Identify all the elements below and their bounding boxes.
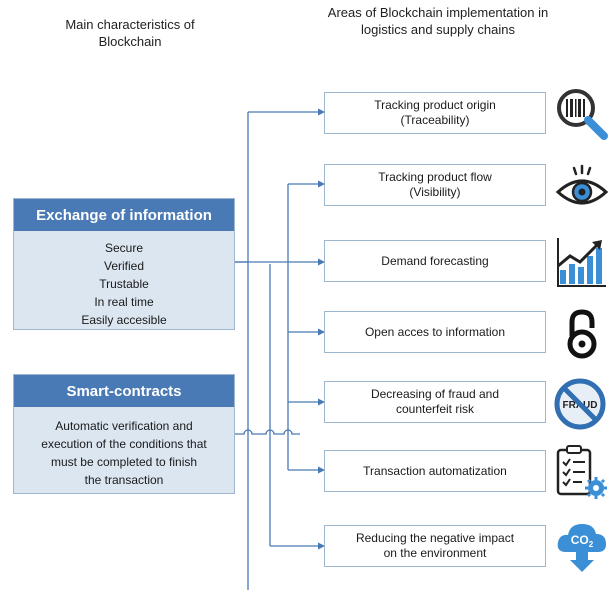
barcode-magnifier-icon xyxy=(557,89,608,140)
area-label-line: Tracking product flow xyxy=(378,170,492,184)
characteristic-item: Secure xyxy=(104,241,144,255)
smart-contracts-card: Smart-contracts Automatic verification a… xyxy=(13,374,235,494)
characteristic-item: Easily accesible xyxy=(81,313,167,327)
checklist-gear-icon xyxy=(556,445,607,499)
characteristic-item: Verified xyxy=(103,259,145,273)
area-open-access: Open acces to information xyxy=(324,311,546,353)
area-label-line: counterfeit risk xyxy=(395,402,475,416)
description-line: must be completed to finish xyxy=(50,455,198,469)
area-label-line: Transaction automatization xyxy=(363,463,507,478)
co2-label: CO xyxy=(571,533,589,547)
svg-text:CO2: CO2 xyxy=(571,533,594,549)
area-traceability: Tracking product origin(Traceability) xyxy=(324,92,546,134)
area-label-line: Tracking product origin xyxy=(374,98,496,112)
area-demand-forecasting: Demand forecasting xyxy=(324,240,546,282)
description-line: execution of the conditions that xyxy=(41,437,207,451)
smart-contracts-connector xyxy=(232,429,300,435)
area-label-line: (Visibility) xyxy=(409,185,461,199)
area-transaction-automatization: Transaction automatization xyxy=(324,450,546,492)
card-title: Exchange of information xyxy=(14,199,234,231)
description-line: Automatic verification and xyxy=(55,419,193,433)
areas-heading: Areas of Blockchain implementation in lo… xyxy=(327,5,549,37)
open-access-icon xyxy=(567,309,597,359)
area-label-line: Demand forecasting xyxy=(381,253,489,268)
growth-chart-icon xyxy=(557,238,606,287)
co2-cloud-icon: CO2 xyxy=(557,524,606,572)
characteristics-heading: Main characteristics of Blockchain xyxy=(65,17,195,49)
co2-subscript: 2 xyxy=(589,540,594,549)
area-label-line: (Traceability) xyxy=(400,113,470,127)
characteristic-item: Trustable xyxy=(99,277,149,291)
characteristic-item: In real time xyxy=(94,295,154,309)
exchange-of-information-card: Exchange of information Secure Verified … xyxy=(13,198,235,330)
eye-icon xyxy=(555,164,609,205)
card-title: Smart-contracts xyxy=(14,375,234,407)
area-label-line: Decreasing of fraud and xyxy=(370,387,500,401)
description-line: the transaction xyxy=(84,473,164,487)
area-label-line: Reducing the negative impact xyxy=(355,531,515,545)
area-label-line: on the environment xyxy=(383,546,487,560)
card-description: Secure Verified Trustable In real time E… xyxy=(18,239,230,329)
area-label-line: Open acces to information xyxy=(364,324,506,339)
no-fraud-icon: FRAUD xyxy=(554,378,606,430)
card-description: Automatic verification and execution of … xyxy=(18,417,230,489)
area-visibility: Tracking product flow(Visibility) xyxy=(324,164,546,206)
